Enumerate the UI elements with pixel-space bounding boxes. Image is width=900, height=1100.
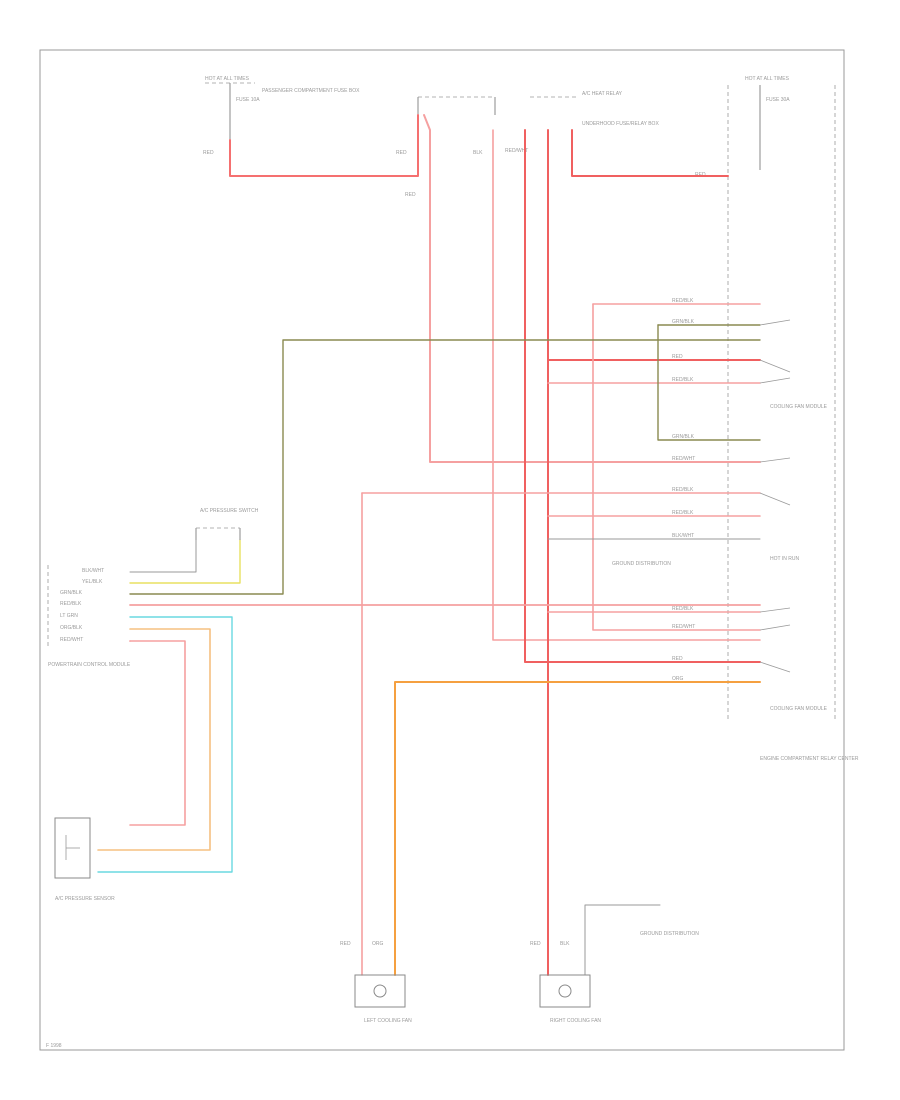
wire-label: RED/BLK xyxy=(672,377,694,383)
wire-label: RED/BLK xyxy=(672,487,694,493)
wire-label: RED/BLK xyxy=(672,606,694,612)
ecm-pin: BLK/WHT xyxy=(82,568,104,574)
wire-label: BLK xyxy=(560,941,570,947)
fuse-label-right: FUSE 30A xyxy=(766,97,790,103)
wire-label: RED/BLK xyxy=(672,510,694,516)
wire-label: RED xyxy=(672,354,683,360)
fuse-box-left: HOT AT ALL TIMES FUSE 10A PASSENGER COMP… xyxy=(203,76,360,156)
fuse-box-label-left: PASSENGER COMPARTMENT FUSE BOX xyxy=(262,88,360,94)
ecm-label: POWERTRAIN CONTROL MODULE xyxy=(48,662,131,668)
signal-wires xyxy=(97,324,761,976)
diagram-frame xyxy=(39,49,845,1051)
wire-label: RED/WHT xyxy=(505,148,528,154)
wire-label: RED/WHT xyxy=(672,624,695,630)
footer-label: F 1998 xyxy=(46,1043,62,1049)
wire-label: GRN/BLK xyxy=(672,434,695,440)
red-wires xyxy=(129,114,761,976)
wire-label: BLK xyxy=(473,150,483,156)
relay-block-label: A/C HEAT RELAY xyxy=(582,91,623,97)
wire-label: RED xyxy=(405,192,416,198)
wire-label: RED/WHT xyxy=(672,456,695,462)
ecm-pin: LT GRN xyxy=(60,613,78,619)
wire-label: RED xyxy=(530,941,541,947)
wire-label: RED xyxy=(672,656,683,662)
cooling-fan-module-label: COOLING FAN MODULE xyxy=(770,706,828,712)
fuse-box-right: HOT AT ALL TIMES FUSE 30A RED xyxy=(695,76,836,720)
wire-label: ORG xyxy=(372,941,384,947)
ecm-pin: RED/WHT xyxy=(60,637,83,643)
cooling-fan-module-label: COOLING FAN MODULE xyxy=(770,404,828,410)
ecm-pin: YEL/BLK xyxy=(82,579,103,585)
ac-pressure-switch-label: A/C PRESSURE SWITCH xyxy=(200,508,259,514)
wire-label: ORG xyxy=(672,676,684,682)
left-fan-label: LEFT COOLING FAN xyxy=(364,1018,412,1024)
ecm-pin: RED/BLK xyxy=(60,601,82,607)
engine-compartment-label: ENGINE COMPARTMENT RELAY CENTER xyxy=(760,756,859,762)
ecm-connector: BLK/WHT YEL/BLK GRN/BLK RED/BLK LT GRN O… xyxy=(47,565,131,668)
hot-label-left: HOT AT ALL TIMES xyxy=(205,76,250,82)
relay-switches: COOLING FAN MODULE HOT IN RUN COOLING FA… xyxy=(759,319,859,762)
left-cooling-fan: RED ORG LEFT COOLING FAN xyxy=(340,941,412,1024)
relay-block-desc: UNDERHOOD FUSE/RELAY BOX xyxy=(582,121,659,127)
wire-label: RED/BLK xyxy=(672,298,694,304)
ac-pressure-sensor: A/C PRESSURE SENSOR xyxy=(54,817,115,902)
orange-wires xyxy=(97,628,761,976)
wire-label: GRN/BLK xyxy=(672,319,695,325)
ecm-pin: GRN/BLK xyxy=(60,590,83,596)
ground-note-right: GROUND DISTRIBUTION xyxy=(640,931,699,937)
wire-label: RED xyxy=(396,150,407,156)
right-cooling-fan: RED BLK RIGHT COOLING FAN xyxy=(530,941,601,1024)
ac-pressure-sensor-label: A/C PRESSURE SENSOR xyxy=(55,896,115,902)
right-wire-labels: RED/BLK GRN/BLK RED RED/BLK GRN/BLK RED/… xyxy=(672,298,695,682)
hot-in-run-label: HOT IN RUN xyxy=(770,556,799,562)
wire-label: BLK/WHT xyxy=(672,533,694,539)
ac-pressure-switch: A/C PRESSURE SWITCH xyxy=(195,508,259,540)
ecm-pin: ORG/BLK xyxy=(60,625,83,631)
relay-block: A/C HEAT RELAY UNDERHOOD FUSE/RELAY BOX … xyxy=(396,91,659,198)
hot-label-right: HOT AT ALL TIMES xyxy=(745,76,790,82)
ground-note-left: GROUND DISTRIBUTION xyxy=(612,561,671,567)
fuse-label-left: FUSE 10A xyxy=(236,97,260,103)
right-fan-label: RIGHT COOLING FAN xyxy=(550,1018,601,1024)
wire-label: RED xyxy=(340,941,351,947)
wire-label: RED xyxy=(203,150,214,156)
